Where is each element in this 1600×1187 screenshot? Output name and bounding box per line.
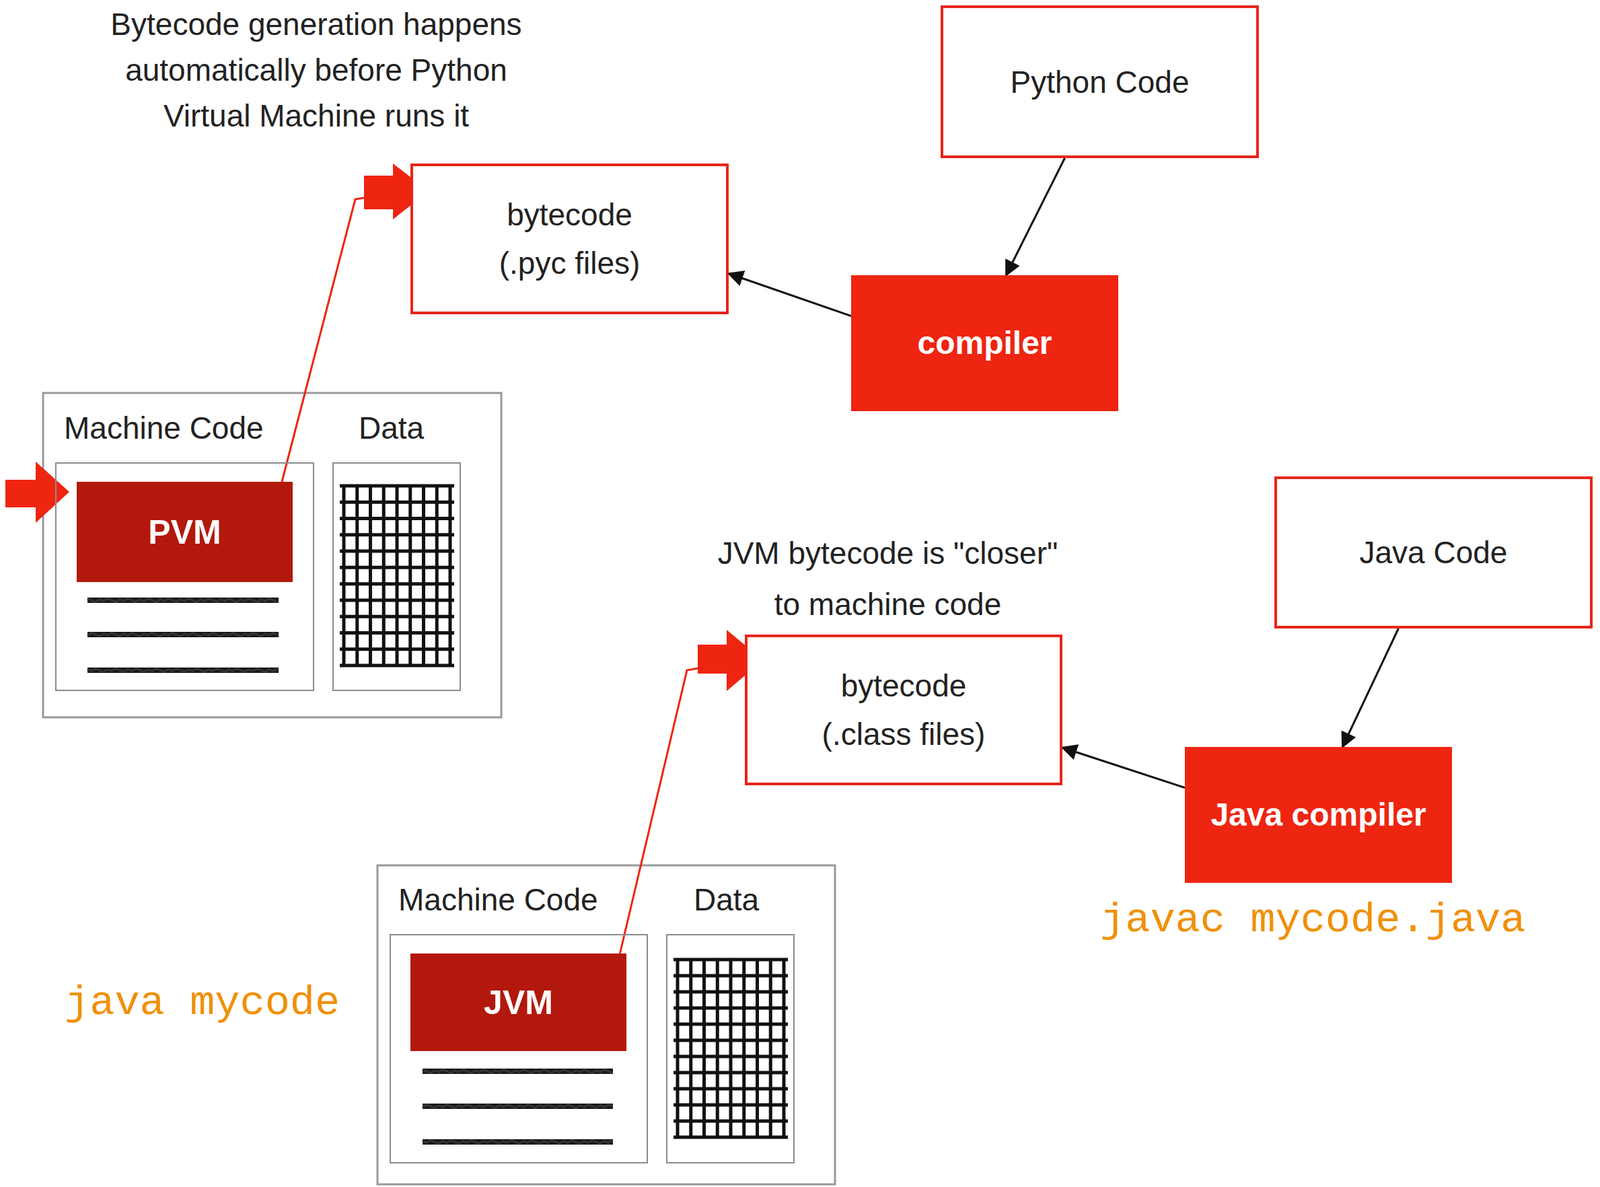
code-line — [87, 597, 279, 603]
grid-line — [339, 598, 455, 602]
grid-line — [755, 959, 759, 1138]
pointer-arrow — [5, 461, 70, 523]
command-text: java mycode — [64, 979, 340, 1027]
grid-line — [673, 1135, 788, 1140]
grid-line — [715, 959, 720, 1138]
command-text: javac mycode.java — [1100, 896, 1526, 944]
grid-line — [742, 959, 746, 1138]
code-line-texture — [87, 598, 278, 602]
machine-code-box: Machine CodeJVM — [389, 933, 648, 1164]
grid-line — [673, 1103, 788, 1107]
bytecode-box: bytecode (.pyc files) — [410, 163, 729, 315]
frame-heading: Machine Code — [62, 409, 266, 447]
grid-line — [676, 959, 680, 1138]
source-box: Java Code — [1274, 476, 1593, 629]
grid-line — [342, 485, 346, 666]
code-line-texture — [422, 1104, 613, 1108]
grid-line — [368, 485, 373, 666]
grid-line — [339, 664, 455, 668]
grid-line — [339, 500, 455, 504]
code-line — [87, 631, 279, 638]
compiler-box: Java compiler — [1184, 746, 1452, 883]
code-lines — [87, 598, 613, 1144]
grid-line — [339, 582, 455, 586]
data-grids — [339, 485, 788, 1138]
frame-heading: Data — [357, 409, 426, 447]
grid-line — [355, 485, 359, 666]
connector — [728, 273, 852, 317]
box-label: compiler — [917, 318, 1052, 368]
grid-line — [673, 1022, 788, 1027]
grid-line — [339, 647, 455, 651]
grid-line — [673, 974, 788, 978]
grid-line — [673, 1006, 788, 1010]
grid-line — [395, 485, 399, 666]
code-line — [422, 1103, 613, 1109]
grid-line — [339, 614, 455, 619]
connector — [1062, 747, 1185, 788]
data-box: Data — [332, 462, 461, 692]
box-label: Java compiler — [1210, 790, 1426, 840]
grid-line — [673, 1038, 788, 1043]
code-line-texture — [87, 668, 278, 672]
grid-line — [339, 484, 455, 488]
note-text: Bytecode generation happens automaticall… — [87, 1, 545, 139]
grid-line — [702, 959, 706, 1138]
grid-line — [448, 485, 453, 666]
box-label: Python Code — [1010, 57, 1190, 107]
data-box: Data — [666, 933, 795, 1164]
code-line-texture — [422, 1139, 613, 1144]
bytecode-box: bytecode (.class files) — [744, 634, 1063, 786]
memory-frame — [377, 865, 835, 1185]
note-text: JVM bytecode is "closer" to machine code — [707, 527, 1068, 630]
box-label: bytecode (.pyc files) — [482, 190, 658, 288]
code-line-texture — [87, 632, 278, 636]
connector — [1005, 158, 1065, 276]
source-box: Python Code — [940, 5, 1259, 159]
frame-heading: Data — [692, 880, 761, 919]
box-label: PVM — [148, 507, 221, 557]
box-label: Java Code — [1359, 528, 1508, 577]
code-line — [422, 1068, 613, 1074]
grid-line — [688, 959, 693, 1138]
frame-heading: Machine Code — [396, 880, 600, 919]
machine-code-box: Machine CodePVM — [55, 462, 315, 692]
vm-box: PVM — [76, 481, 293, 583]
grid-line — [782, 959, 786, 1138]
grid-line — [769, 959, 773, 1138]
grid-line — [673, 990, 788, 994]
memory-frame — [43, 392, 502, 718]
grid-line — [673, 1071, 788, 1075]
connector — [1342, 628, 1399, 747]
grid-line — [339, 549, 455, 554]
box-label: bytecode (.class files) — [812, 661, 995, 759]
grid-line — [673, 1055, 788, 1059]
box-label: JVM — [483, 978, 554, 1027]
grid-line — [421, 485, 426, 666]
grid-line — [673, 1119, 788, 1123]
grid-line — [729, 959, 733, 1138]
grid-line — [339, 631, 455, 635]
grid-line — [339, 516, 455, 521]
code-line-texture — [422, 1069, 613, 1073]
code-line — [87, 667, 279, 673]
grid-line — [339, 565, 455, 570]
grid-line — [408, 485, 412, 666]
grid-line — [673, 1087, 788, 1091]
pointer-arrows — [5, 163, 763, 692]
grid-line — [382, 485, 386, 666]
grid-line — [339, 532, 455, 537]
compiler-box: compiler — [851, 275, 1119, 412]
vm-box: JVM — [410, 953, 627, 1051]
grid-line — [673, 958, 788, 962]
code-line — [422, 1139, 613, 1145]
grid-line — [435, 485, 439, 666]
